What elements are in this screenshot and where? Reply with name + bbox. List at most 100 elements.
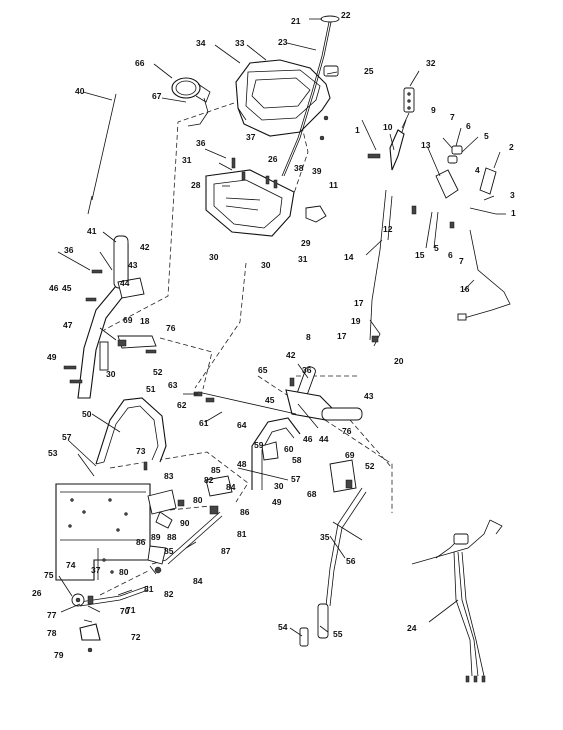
callout: 51 bbox=[146, 384, 156, 394]
upper-bracket bbox=[205, 169, 295, 237]
callout: 11 bbox=[329, 180, 338, 190]
callout: 46 bbox=[49, 283, 59, 293]
callout: 75 bbox=[44, 570, 54, 580]
callout: 84 bbox=[226, 482, 236, 492]
headlight bbox=[171, 77, 211, 127]
callout: 1 bbox=[355, 125, 360, 135]
callout: 65 bbox=[258, 365, 268, 375]
right-bracket-68 bbox=[329, 459, 357, 493]
callout: 53 bbox=[48, 448, 58, 458]
callout: 30 bbox=[261, 260, 271, 270]
hardware-items bbox=[63, 115, 417, 574]
callout: 84 bbox=[193, 576, 203, 586]
lower-handle bbox=[95, 397, 167, 465]
callout: 77 bbox=[47, 610, 57, 620]
callout: 40 bbox=[75, 86, 85, 96]
callout: 33 bbox=[235, 38, 245, 48]
callout: 9 bbox=[431, 105, 436, 115]
callout: 82 bbox=[164, 589, 174, 599]
callout: 81 bbox=[144, 584, 154, 594]
shift-control-assembly bbox=[389, 87, 497, 249]
callout: 66 bbox=[135, 58, 145, 68]
bracket-59 bbox=[261, 441, 279, 461]
callout: 81 bbox=[237, 529, 247, 539]
callout: 50 bbox=[82, 409, 92, 419]
callout-labels: 21 22 34 33 23 66 25 32 67 40 36 37 9 1 … bbox=[32, 10, 516, 660]
callout: 26 bbox=[32, 588, 42, 598]
callout: 34 bbox=[196, 38, 206, 48]
callout: 13 bbox=[421, 140, 431, 150]
callout: 6 bbox=[448, 250, 453, 260]
callout: 58 bbox=[292, 455, 302, 465]
callout: 38 bbox=[294, 163, 304, 173]
callout: 8 bbox=[306, 332, 311, 342]
wiring-harness bbox=[411, 519, 503, 683]
callout: 72 bbox=[131, 632, 141, 642]
callout: 44 bbox=[319, 434, 329, 444]
callout: 16 bbox=[460, 284, 470, 294]
callout: 69 bbox=[123, 315, 133, 325]
callout: 79 bbox=[54, 650, 64, 660]
callout: 26 bbox=[268, 154, 278, 164]
callout: 36 bbox=[302, 365, 312, 375]
callout: 19 bbox=[351, 316, 361, 326]
callout: 5 bbox=[434, 243, 439, 253]
left-handle bbox=[77, 235, 129, 399]
callout: 20 bbox=[394, 356, 404, 366]
callout: 10 bbox=[383, 122, 393, 132]
leader-lines bbox=[57, 18, 506, 637]
callout: 37 bbox=[91, 565, 101, 575]
callout: 48 bbox=[237, 459, 247, 469]
callout: 31 bbox=[182, 155, 192, 165]
callout: 45 bbox=[265, 395, 275, 405]
callout: 60 bbox=[284, 444, 294, 454]
callout: 30 bbox=[106, 369, 116, 379]
callout: 23 bbox=[278, 37, 288, 47]
callout: 30 bbox=[209, 252, 219, 262]
callout: 86 bbox=[136, 537, 146, 547]
callout: 74 bbox=[66, 560, 76, 570]
callout: 2 bbox=[509, 142, 514, 152]
callout: 21 bbox=[291, 16, 301, 26]
callout: 62 bbox=[177, 400, 187, 410]
callout: 64 bbox=[237, 420, 247, 430]
dash-panel bbox=[235, 59, 331, 137]
chute-bracket bbox=[305, 205, 327, 223]
callout: 71 bbox=[126, 605, 136, 615]
callout: 28 bbox=[191, 180, 201, 190]
callout: 54 bbox=[278, 622, 288, 632]
callout: 63 bbox=[168, 380, 178, 390]
callout: 69 bbox=[345, 450, 355, 460]
cable-35 bbox=[299, 487, 367, 647]
callout: 56 bbox=[346, 556, 356, 566]
callout: 55 bbox=[333, 629, 343, 639]
callout: 73 bbox=[136, 446, 146, 456]
callout: 37 bbox=[246, 132, 256, 142]
right-grip-lower bbox=[321, 407, 363, 421]
callout: 29 bbox=[301, 238, 311, 248]
callout: 70 bbox=[120, 606, 130, 616]
callout: 52 bbox=[365, 461, 375, 471]
callout: 1 bbox=[511, 208, 516, 218]
crank-bracket bbox=[323, 65, 339, 77]
callout: 43 bbox=[364, 391, 374, 401]
callout: 35 bbox=[320, 532, 330, 542]
callout: 15 bbox=[415, 250, 425, 260]
callout: 6 bbox=[466, 121, 471, 131]
chassis-block bbox=[55, 483, 151, 581]
callout: 82 bbox=[204, 475, 214, 485]
callout: 43 bbox=[128, 260, 138, 270]
callout: 52 bbox=[153, 367, 163, 377]
callout: 39 bbox=[312, 166, 322, 176]
callout: 78 bbox=[47, 628, 57, 638]
callout: 12 bbox=[383, 224, 393, 234]
callout: 89 bbox=[151, 532, 161, 542]
callout: 7 bbox=[450, 112, 455, 122]
crank-knob bbox=[320, 15, 340, 23]
callout: 42 bbox=[286, 350, 296, 360]
cable-14 bbox=[369, 189, 393, 341]
callout: 25 bbox=[364, 66, 374, 76]
lower-linkage bbox=[71, 585, 149, 607]
callout: 30 bbox=[274, 481, 284, 491]
right-handle bbox=[285, 366, 363, 429]
